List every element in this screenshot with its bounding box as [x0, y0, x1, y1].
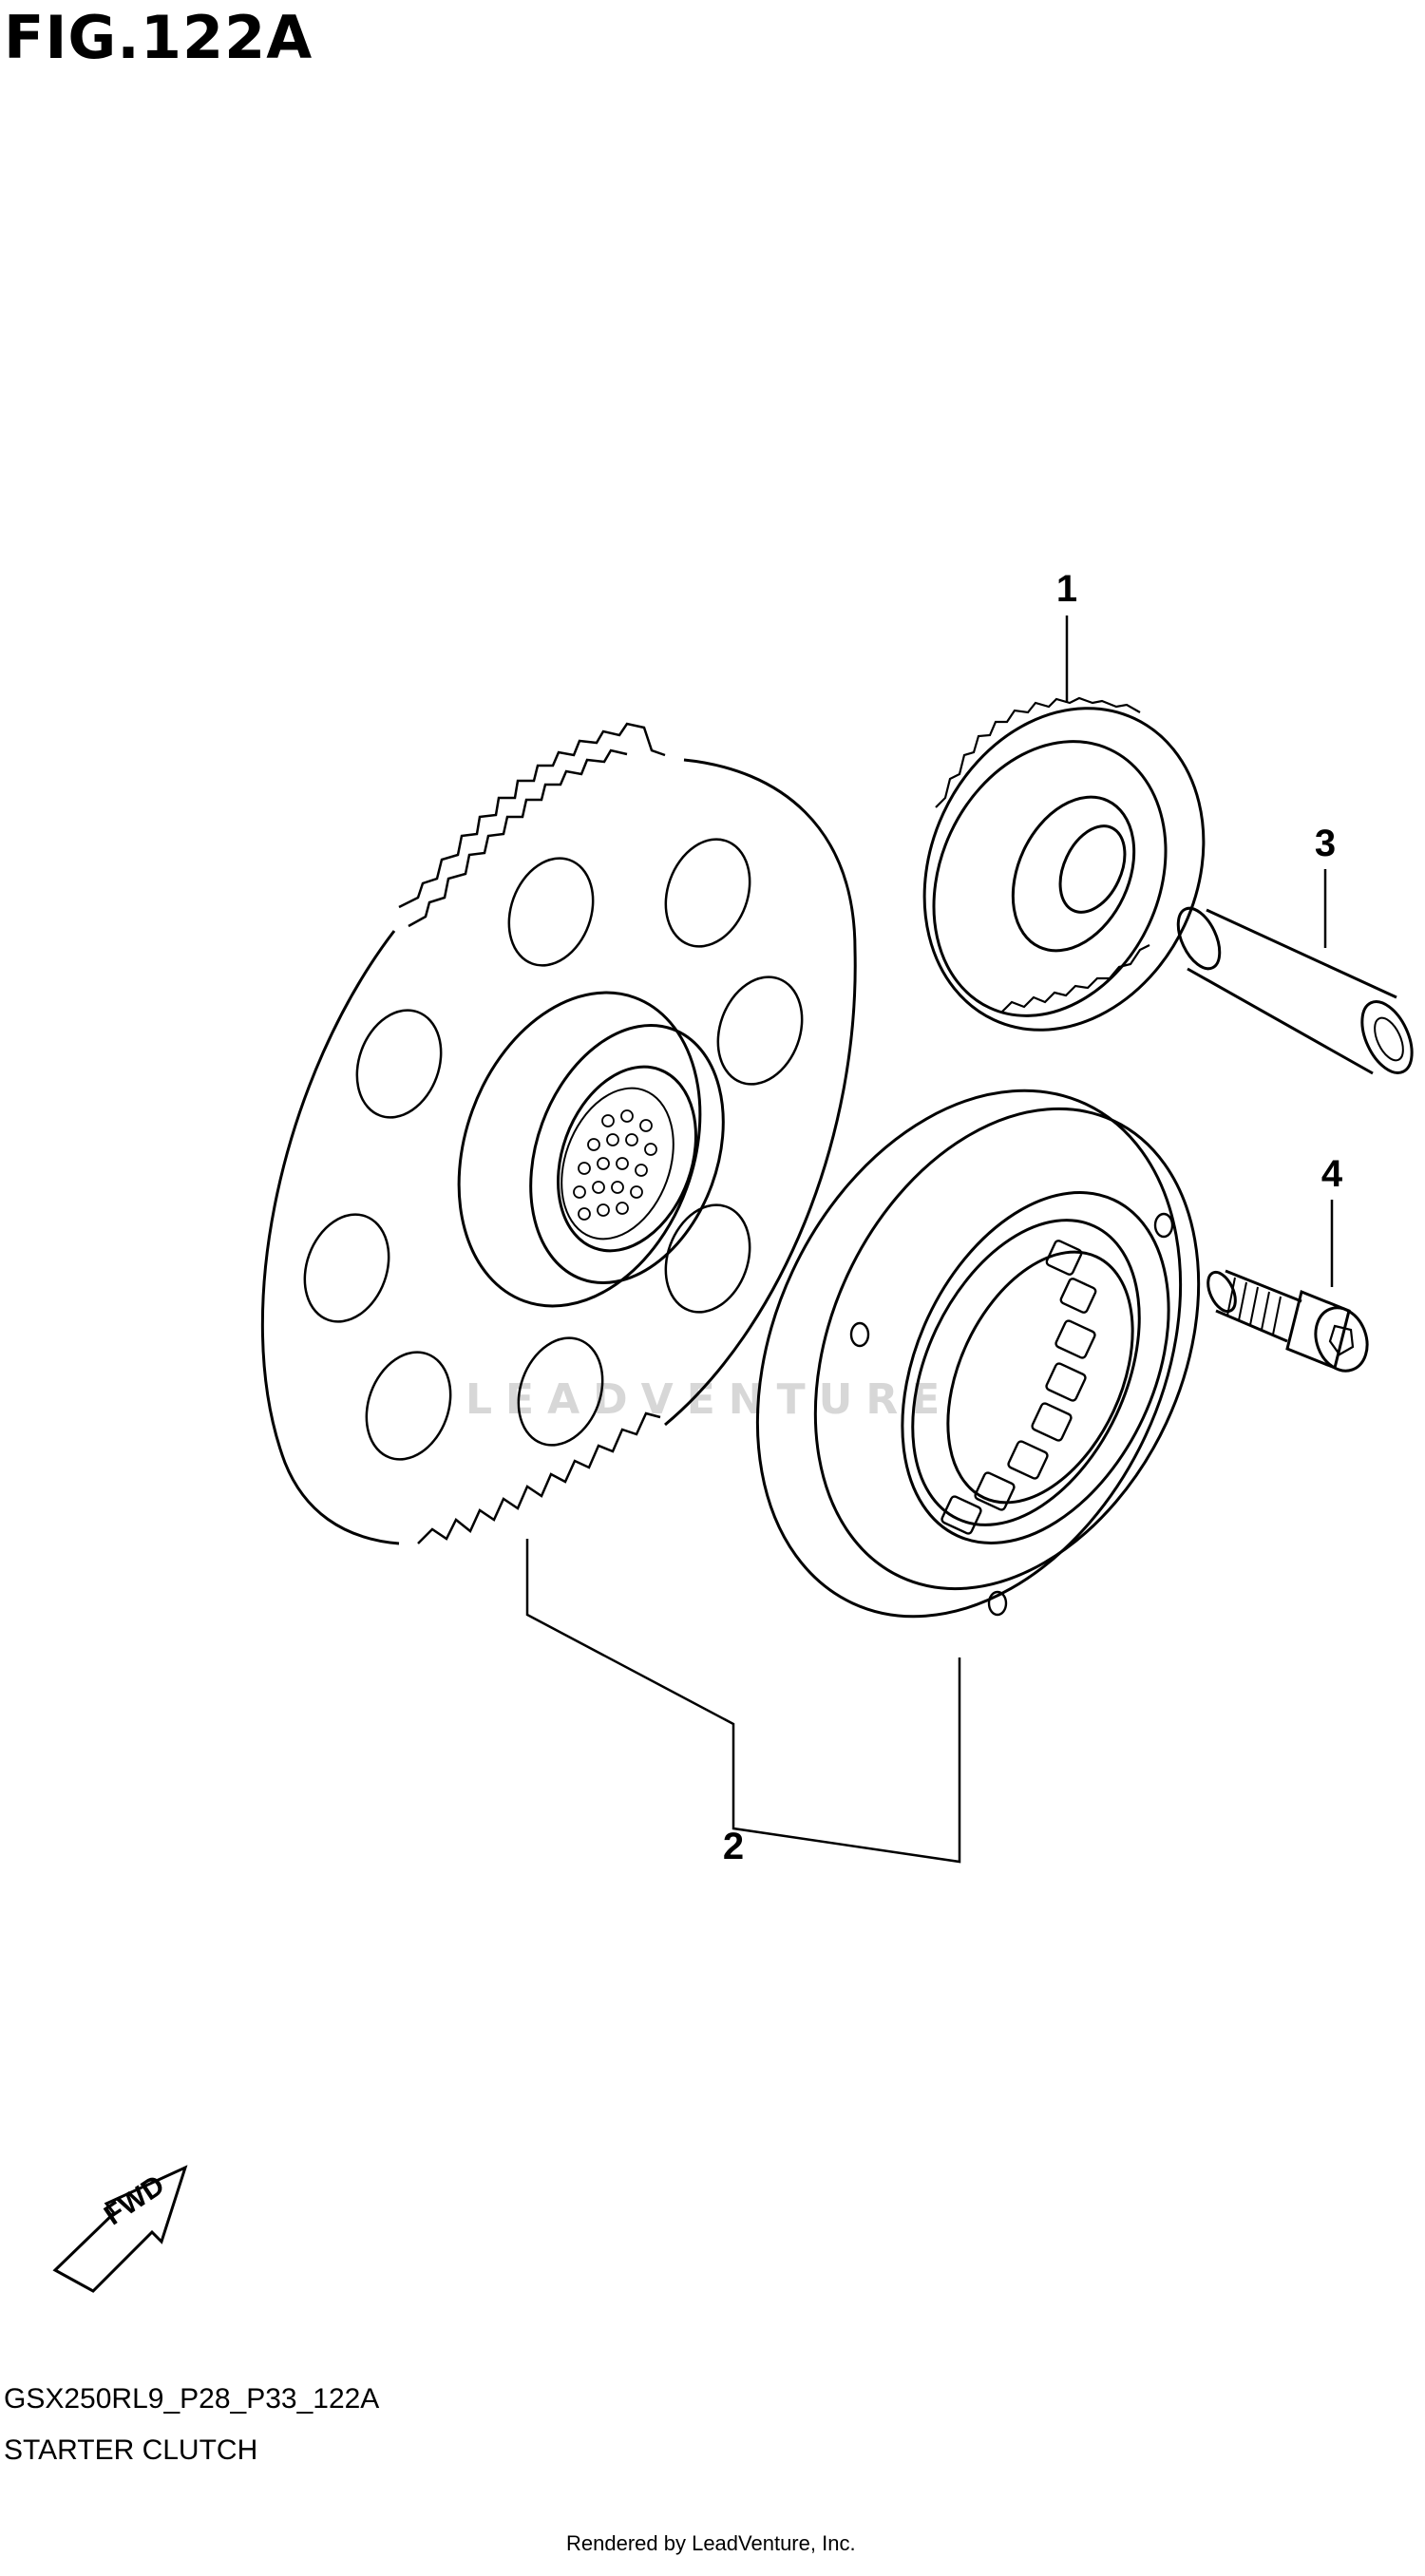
- fwd-arrow-badge: [52, 2165, 188, 2293]
- gear-teeth-bottom: [417, 1411, 661, 1544]
- figure-name: STARTER CLUTCH: [4, 2434, 258, 2466]
- callout-1[interactable]: 1: [1055, 568, 1078, 610]
- lightening-holes: [303, 838, 804, 1461]
- shaft[interactable]: [1169, 902, 1422, 1081]
- bolt-thread: [1226, 1277, 1282, 1335]
- leader-lines: [525, 616, 1334, 1864]
- credit-line: Rendered by LeadVenture, Inc.: [566, 2531, 856, 2555]
- clutch-rollers: [940, 1240, 1097, 1535]
- callout-4[interactable]: 4: [1320, 1153, 1343, 1195]
- watermark: LEADVENTURE: [466, 1375, 954, 1424]
- one-way-clutch[interactable]: [676, 1022, 1273, 1686]
- callout-3[interactable]: 3: [1314, 823, 1337, 864]
- socket-bolt[interactable]: [1203, 1268, 1376, 1378]
- idle-gear-teeth: [935, 696, 1150, 1013]
- callout-2[interactable]: 2: [722, 1826, 745, 1867]
- figure-code: GSX250RL9_P28_P33_122A: [4, 2383, 380, 2415]
- idle-gear[interactable]: [873, 662, 1255, 1076]
- needle-bearing-dots: [573, 1109, 657, 1221]
- center-boss: [457, 991, 725, 1308]
- figure-title: FIG.122A: [4, 3, 314, 72]
- gear-teeth-top: [398, 722, 666, 928]
- starter-gear-plate[interactable]: [260, 722, 857, 1545]
